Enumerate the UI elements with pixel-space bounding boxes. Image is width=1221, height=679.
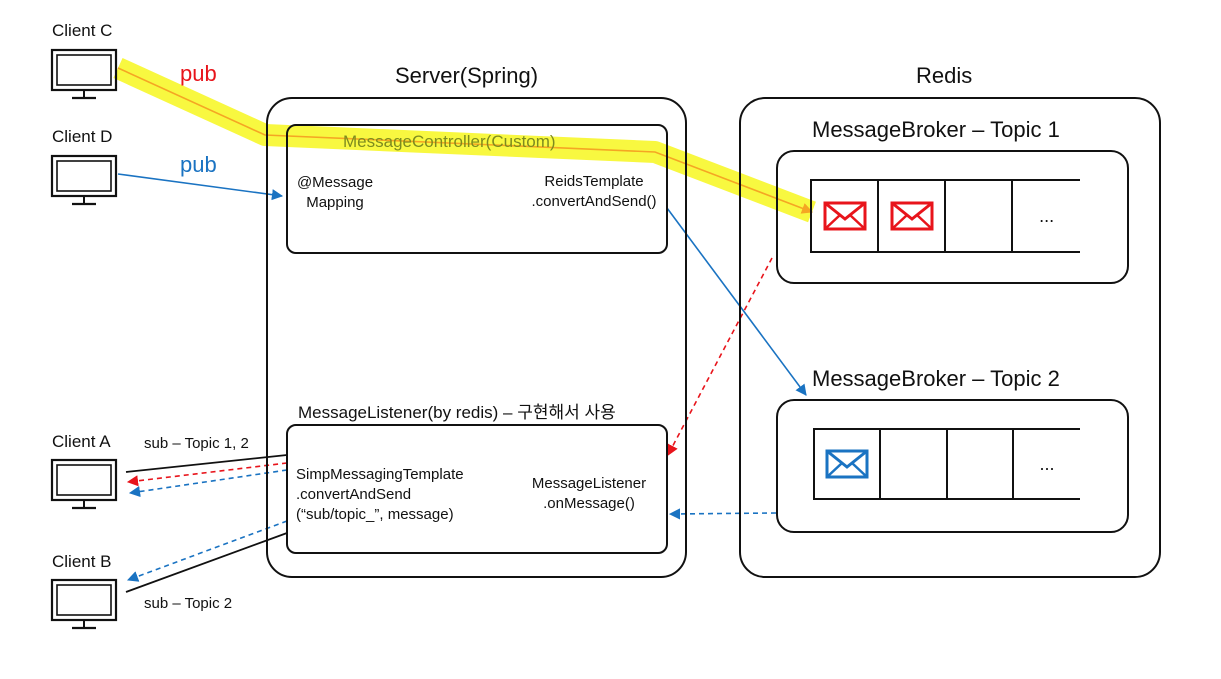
redis-box bbox=[739, 97, 1161, 578]
on-message-line2: .onMessage() bbox=[543, 495, 635, 512]
message-mapping-line2: Mapping bbox=[306, 194, 364, 211]
envelope-icon bbox=[825, 449, 869, 479]
simp-line3: (“sub/topic_”, message) bbox=[296, 506, 454, 523]
sub-a-line bbox=[125, 454, 288, 473]
client-b-label: Client B bbox=[52, 552, 112, 571]
message-controller-title: MessageController(Custom) bbox=[343, 132, 556, 151]
queue-cell bbox=[815, 430, 882, 498]
queue-cell bbox=[812, 181, 880, 251]
message-listener-title: MessageListener(by redis) – 구현해서 사용 bbox=[298, 403, 616, 422]
sub-b-line bbox=[125, 532, 288, 593]
topic1-queue: ... bbox=[810, 179, 1080, 253]
queue-cell bbox=[879, 181, 947, 251]
message-controller-box bbox=[286, 124, 668, 254]
queue-cell bbox=[946, 181, 1014, 251]
server-title: Server(Spring) bbox=[395, 63, 539, 88]
server-box bbox=[266, 97, 687, 578]
sub-b-label: sub – Topic 2 bbox=[144, 595, 233, 612]
topic1-to-listener-arrow bbox=[667, 257, 773, 456]
queue-cell bbox=[948, 430, 1014, 498]
deliver-a-blue bbox=[128, 469, 288, 498]
deliver-b-blue bbox=[126, 520, 288, 582]
message-listener-box bbox=[286, 424, 668, 554]
redis-template-label: ReidsTemplate .convertAndSend() bbox=[518, 172, 670, 212]
redis-template-line1: ReidsTemplate bbox=[544, 173, 644, 190]
client-a-label: Client A bbox=[52, 432, 111, 451]
client-d-label: Client D bbox=[52, 127, 113, 146]
monitor-icon bbox=[50, 154, 118, 206]
sub-a-label: sub – Topic 1, 2 bbox=[144, 435, 249, 452]
simp-line2: .convertAndSend bbox=[296, 486, 412, 503]
monitor-icon bbox=[50, 48, 118, 100]
topic1-title: MessageBroker – Topic 1 bbox=[812, 117, 1060, 142]
template-to-topic2-arrow bbox=[666, 207, 807, 396]
topic2-title: MessageBroker – Topic 2 bbox=[812, 366, 1060, 391]
topic2-queue: ... bbox=[813, 428, 1080, 500]
pub-c-orange-arrow bbox=[117, 67, 814, 214]
message-mapping-line1: @Message bbox=[296, 174, 374, 191]
topic2-box bbox=[776, 399, 1129, 533]
envelope-icon bbox=[823, 201, 867, 231]
pub-d-label: pub bbox=[180, 152, 217, 177]
simp-line1: SimpMessagingTemplate bbox=[296, 466, 464, 483]
on-message-label: MessageListener .onMessage() bbox=[518, 474, 660, 514]
pub-d-arrow bbox=[117, 173, 284, 201]
monitor-icon bbox=[50, 458, 118, 510]
monitor-icon bbox=[50, 578, 118, 630]
deliver-a-red bbox=[126, 462, 288, 487]
queue-cell bbox=[881, 430, 948, 498]
message-mapping-label: @Message Mapping bbox=[290, 173, 380, 213]
redis-title: Redis bbox=[916, 63, 973, 88]
queue-ellipsis: ... bbox=[1039, 205, 1055, 226]
envelope-icon bbox=[890, 201, 934, 231]
topic1-box bbox=[776, 150, 1129, 284]
on-message-line1: MessageListener bbox=[531, 475, 647, 492]
pub-c-label: pub bbox=[180, 61, 217, 86]
client-c-label: Client C bbox=[52, 21, 113, 40]
redis-template-line2: .convertAndSend() bbox=[531, 193, 657, 210]
simp-messaging-label: SimpMessagingTemplate .convertAndSend (“… bbox=[296, 465, 464, 525]
queue-ellipsis: ... bbox=[1039, 453, 1055, 474]
